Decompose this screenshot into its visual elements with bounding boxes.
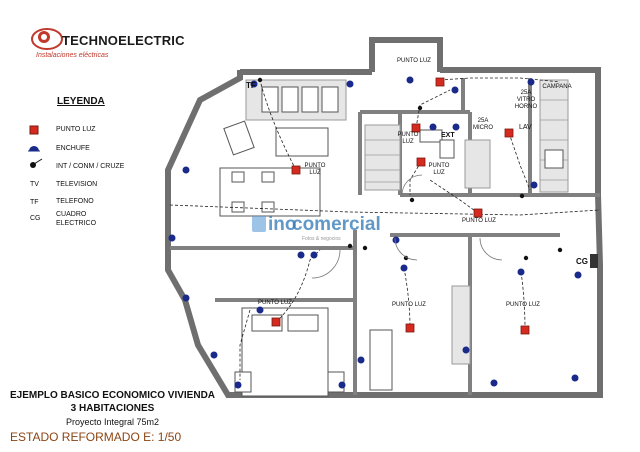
label-cg: CG xyxy=(576,257,588,266)
watermark-prefix: ino xyxy=(268,214,297,235)
light-point-corridor xyxy=(473,208,483,218)
label-punto-luz-corridor: PUNTO LUZ xyxy=(462,218,496,224)
title-line-3: Proyecto Integral 75m2 xyxy=(65,417,160,427)
light-point-bedroom-1 xyxy=(271,317,281,327)
kitchen-counter xyxy=(539,79,569,193)
label-campana: CAMPANA xyxy=(542,84,572,90)
title-line-4: ESTADO REFORMADO E: 1/50 xyxy=(10,430,182,444)
label-ext: EXT xyxy=(441,132,455,139)
legend-label-switch: INT / CONM / CRUZE xyxy=(56,163,125,170)
door-swing xyxy=(311,249,341,279)
legend-symbol-tv: TV xyxy=(30,181,39,188)
watermark-text: comercial xyxy=(292,214,381,235)
watermark-sub: Fotos & negocios xyxy=(302,236,341,242)
outer-wall xyxy=(165,67,603,398)
toilet xyxy=(439,139,455,159)
electrical-panel xyxy=(590,254,598,268)
desk xyxy=(369,329,393,391)
wardrobe xyxy=(451,285,471,365)
sink xyxy=(419,129,443,143)
legend-label-cg: CUADRO ELECTRICO xyxy=(56,211,97,227)
light-point-kitchen xyxy=(504,128,514,138)
light-point-bedroom-3 xyxy=(520,325,530,335)
main-wire xyxy=(169,204,601,216)
label-punto-luz-bedroom-2: PUNTO LUZ xyxy=(392,302,426,308)
watermark-logo-icon xyxy=(252,216,266,232)
logo-icon xyxy=(31,28,63,50)
legend-symbol-cg: CG xyxy=(30,215,41,222)
label-punto-luz-bedroom-3: PUNTO LUZ xyxy=(506,302,540,308)
label-punto-luz-bath: PUNTO LUZ xyxy=(397,132,419,145)
shower xyxy=(364,124,401,191)
sofa-seat-1 xyxy=(261,86,279,113)
light-point-bedroom-2 xyxy=(405,323,415,333)
label-punto-luz-bedroom-1: PUNTO LUZ xyxy=(258,300,292,306)
kitchen-sink xyxy=(544,149,564,169)
light-point-icon xyxy=(29,125,39,135)
brand-name: TECHNOELECTRIC xyxy=(62,33,185,48)
sofa-seat-3 xyxy=(301,86,319,113)
label-punto-luz-hall: PUNTO LUZ xyxy=(428,163,450,176)
legend-title: LEYENDA xyxy=(57,96,105,107)
sofa-seat-2 xyxy=(281,86,299,113)
light-point-living xyxy=(291,165,301,175)
light-point-bath xyxy=(411,123,421,133)
coffee-table xyxy=(275,127,329,157)
switch xyxy=(257,77,263,83)
title-line-2: 3 HABITACIONES xyxy=(70,403,155,414)
legend-label-light: PUNTO LUZ xyxy=(56,126,96,133)
label-punto-luz-living: PUNTO LUZ xyxy=(304,163,326,176)
label-vitro: 25A VITRO HORNO xyxy=(514,90,538,110)
title-line-1: EJEMPLO BASICO ECONOMICO VIVIENDA xyxy=(9,390,216,401)
label-micro: 25A MICRO xyxy=(473,118,493,131)
legend-symbol-tf: TF xyxy=(30,199,39,206)
laundry xyxy=(464,139,491,189)
legend-label-tf: TELEFONO xyxy=(56,198,94,205)
switch-icon xyxy=(30,158,43,168)
socket xyxy=(250,80,258,88)
legend-label-tv: TELEVISION xyxy=(56,181,98,188)
label-punto-luz-balcony: PUNTO LUZ xyxy=(397,58,431,64)
label-lav: LAV xyxy=(519,124,532,131)
light-point-balcony xyxy=(435,77,445,87)
socket-icon xyxy=(28,146,40,152)
light-point-hall xyxy=(416,157,426,167)
balcony-wall xyxy=(369,37,443,72)
sofa-seat-4 xyxy=(321,86,339,113)
armchair xyxy=(223,120,255,156)
label-tf: TF xyxy=(246,81,256,90)
brand-subtitle: Instalaciones eléctricas xyxy=(36,52,109,59)
legend-label-socket: ENCHUFE xyxy=(56,145,90,152)
